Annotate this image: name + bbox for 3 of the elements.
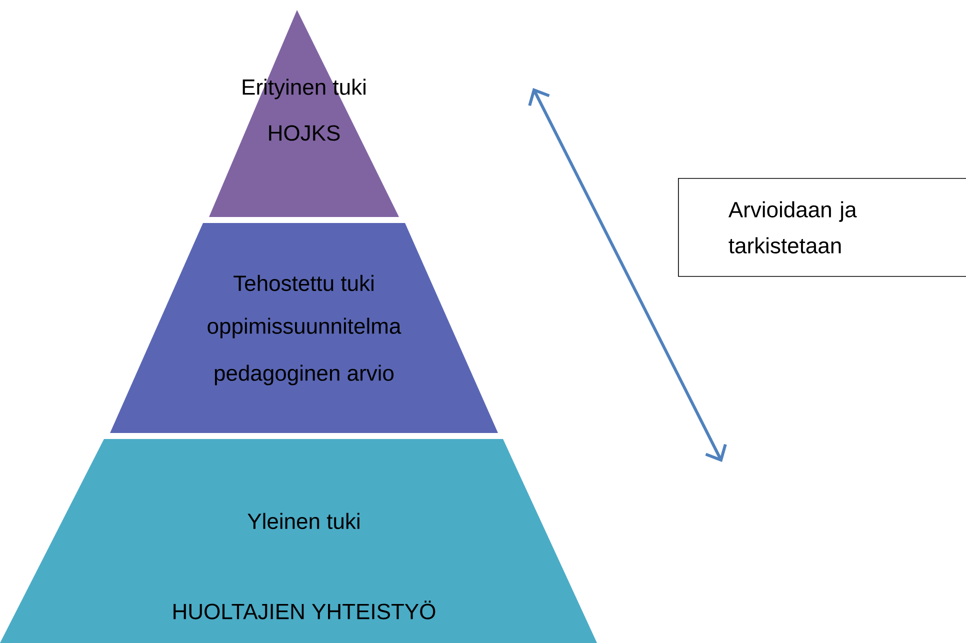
text-box: Arvioidaan ja tarkistetaan — [678, 178, 966, 277]
pyramid-level: Yleinen tuki HUOLTAJIEN YHTEISTYÖ — [0, 439, 597, 643]
pyramid-level: Tehostettu tuki oppimissuunnitelma pedagoginen arvio — [110, 223, 498, 433]
